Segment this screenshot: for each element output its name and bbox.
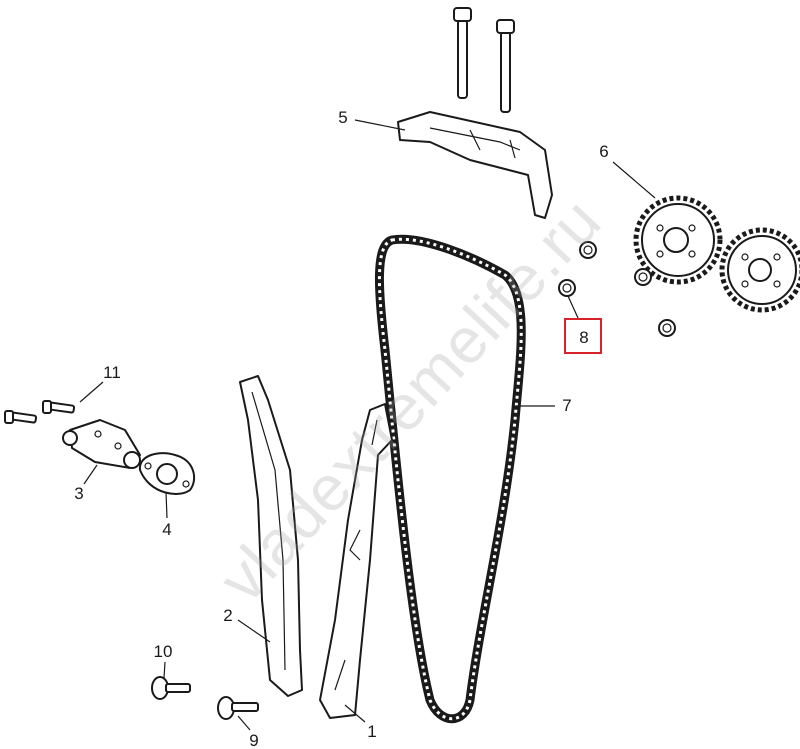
callout-10: 10 (153, 642, 173, 661)
timing-chain-7 (374, 234, 526, 724)
guide-bolt-9 (217, 696, 259, 720)
callout-1: 1 (367, 722, 377, 741)
bolt-top-right (496, 19, 515, 113)
camshaft-sprocket-right (719, 227, 800, 313)
callout-8: 8 (579, 328, 589, 347)
fixed-guide-1 (319, 403, 393, 719)
tensioner-gasket-4 (138, 452, 196, 495)
tensioner-guide-2 (239, 375, 303, 697)
chain-tensioner-3 (62, 419, 141, 469)
chain-guide-upper-5 (397, 111, 553, 219)
callout-4: 4 (162, 520, 172, 539)
highlight-box-8 (564, 318, 602, 354)
sprocket-bolts-8 (558, 241, 676, 337)
callout-6: 6 (599, 142, 609, 161)
callout-2: 2 (223, 606, 233, 625)
leader-lines (79, 119, 656, 731)
camshaft-sprocket-left (633, 195, 723, 285)
callout-9: 9 (249, 731, 259, 749)
bolt-top-left (453, 7, 472, 99)
callout-11: 11 (103, 363, 121, 382)
callout-5: 5 (338, 108, 348, 127)
callout-3: 3 (74, 484, 84, 503)
guide-bolt-10 (151, 676, 191, 700)
tensioner-bolts-11 (4, 400, 76, 424)
callout-7: 7 (562, 396, 572, 415)
